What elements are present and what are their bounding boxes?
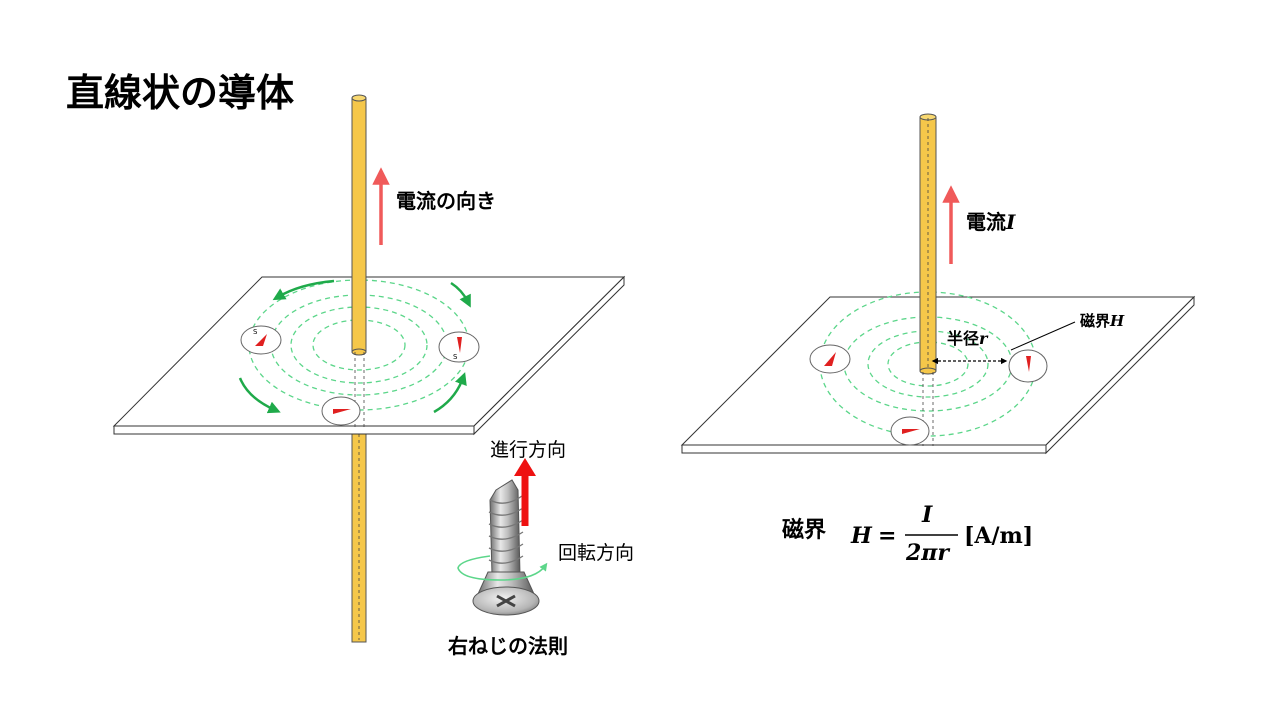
svg-text:S: S <box>453 353 458 361</box>
radius-label: 半径r <box>947 329 989 348</box>
advance-direction-label: 進行方向 <box>490 439 566 461</box>
right-hand-screw-rule-caption: 右ねじの法則 <box>448 634 568 658</box>
rotation-direction-arrow <box>457 555 548 581</box>
field-formula: 磁界 H = I 2πr [A/m] <box>782 502 1033 566</box>
right-diagram: 電流I 半径r 磁界H 磁界 H = I 2πr [A/m] <box>680 113 1196 566</box>
formula-name: 磁界 <box>782 517 826 543</box>
formula-lhs: H <box>850 523 873 549</box>
left-diagram: S S 電流の向き <box>112 94 634 658</box>
formula-numerator: I <box>921 502 933 528</box>
compass-icon: S <box>438 331 480 363</box>
current-direction-label: 電流の向き <box>396 189 496 213</box>
rotation-direction-label: 回転方向 <box>558 542 634 564</box>
conductor-right <box>919 113 937 375</box>
field-leader-line <box>1010 321 1076 351</box>
plane-left <box>112 275 626 436</box>
screw-icon <box>472 479 540 616</box>
formula-equals: = <box>878 523 896 549</box>
compass-icon <box>1008 349 1048 383</box>
compass-icon: S <box>240 325 282 355</box>
svg-text:S: S <box>253 328 258 336</box>
compass-icon <box>321 396 361 426</box>
current-label-right: 電流I <box>966 210 1016 234</box>
conductor-upper <box>351 94 367 356</box>
page-title: 直線状の導体 <box>66 71 294 115</box>
formula-denominator: 2πr <box>905 540 950 566</box>
field-direction-arrows <box>238 279 471 414</box>
compass-icon <box>890 416 930 446</box>
field-label: 磁界H <box>1080 312 1125 330</box>
plane-right <box>680 295 1196 455</box>
compass-icon <box>809 344 851 374</box>
formula-unit: [A/m] <box>964 523 1033 549</box>
